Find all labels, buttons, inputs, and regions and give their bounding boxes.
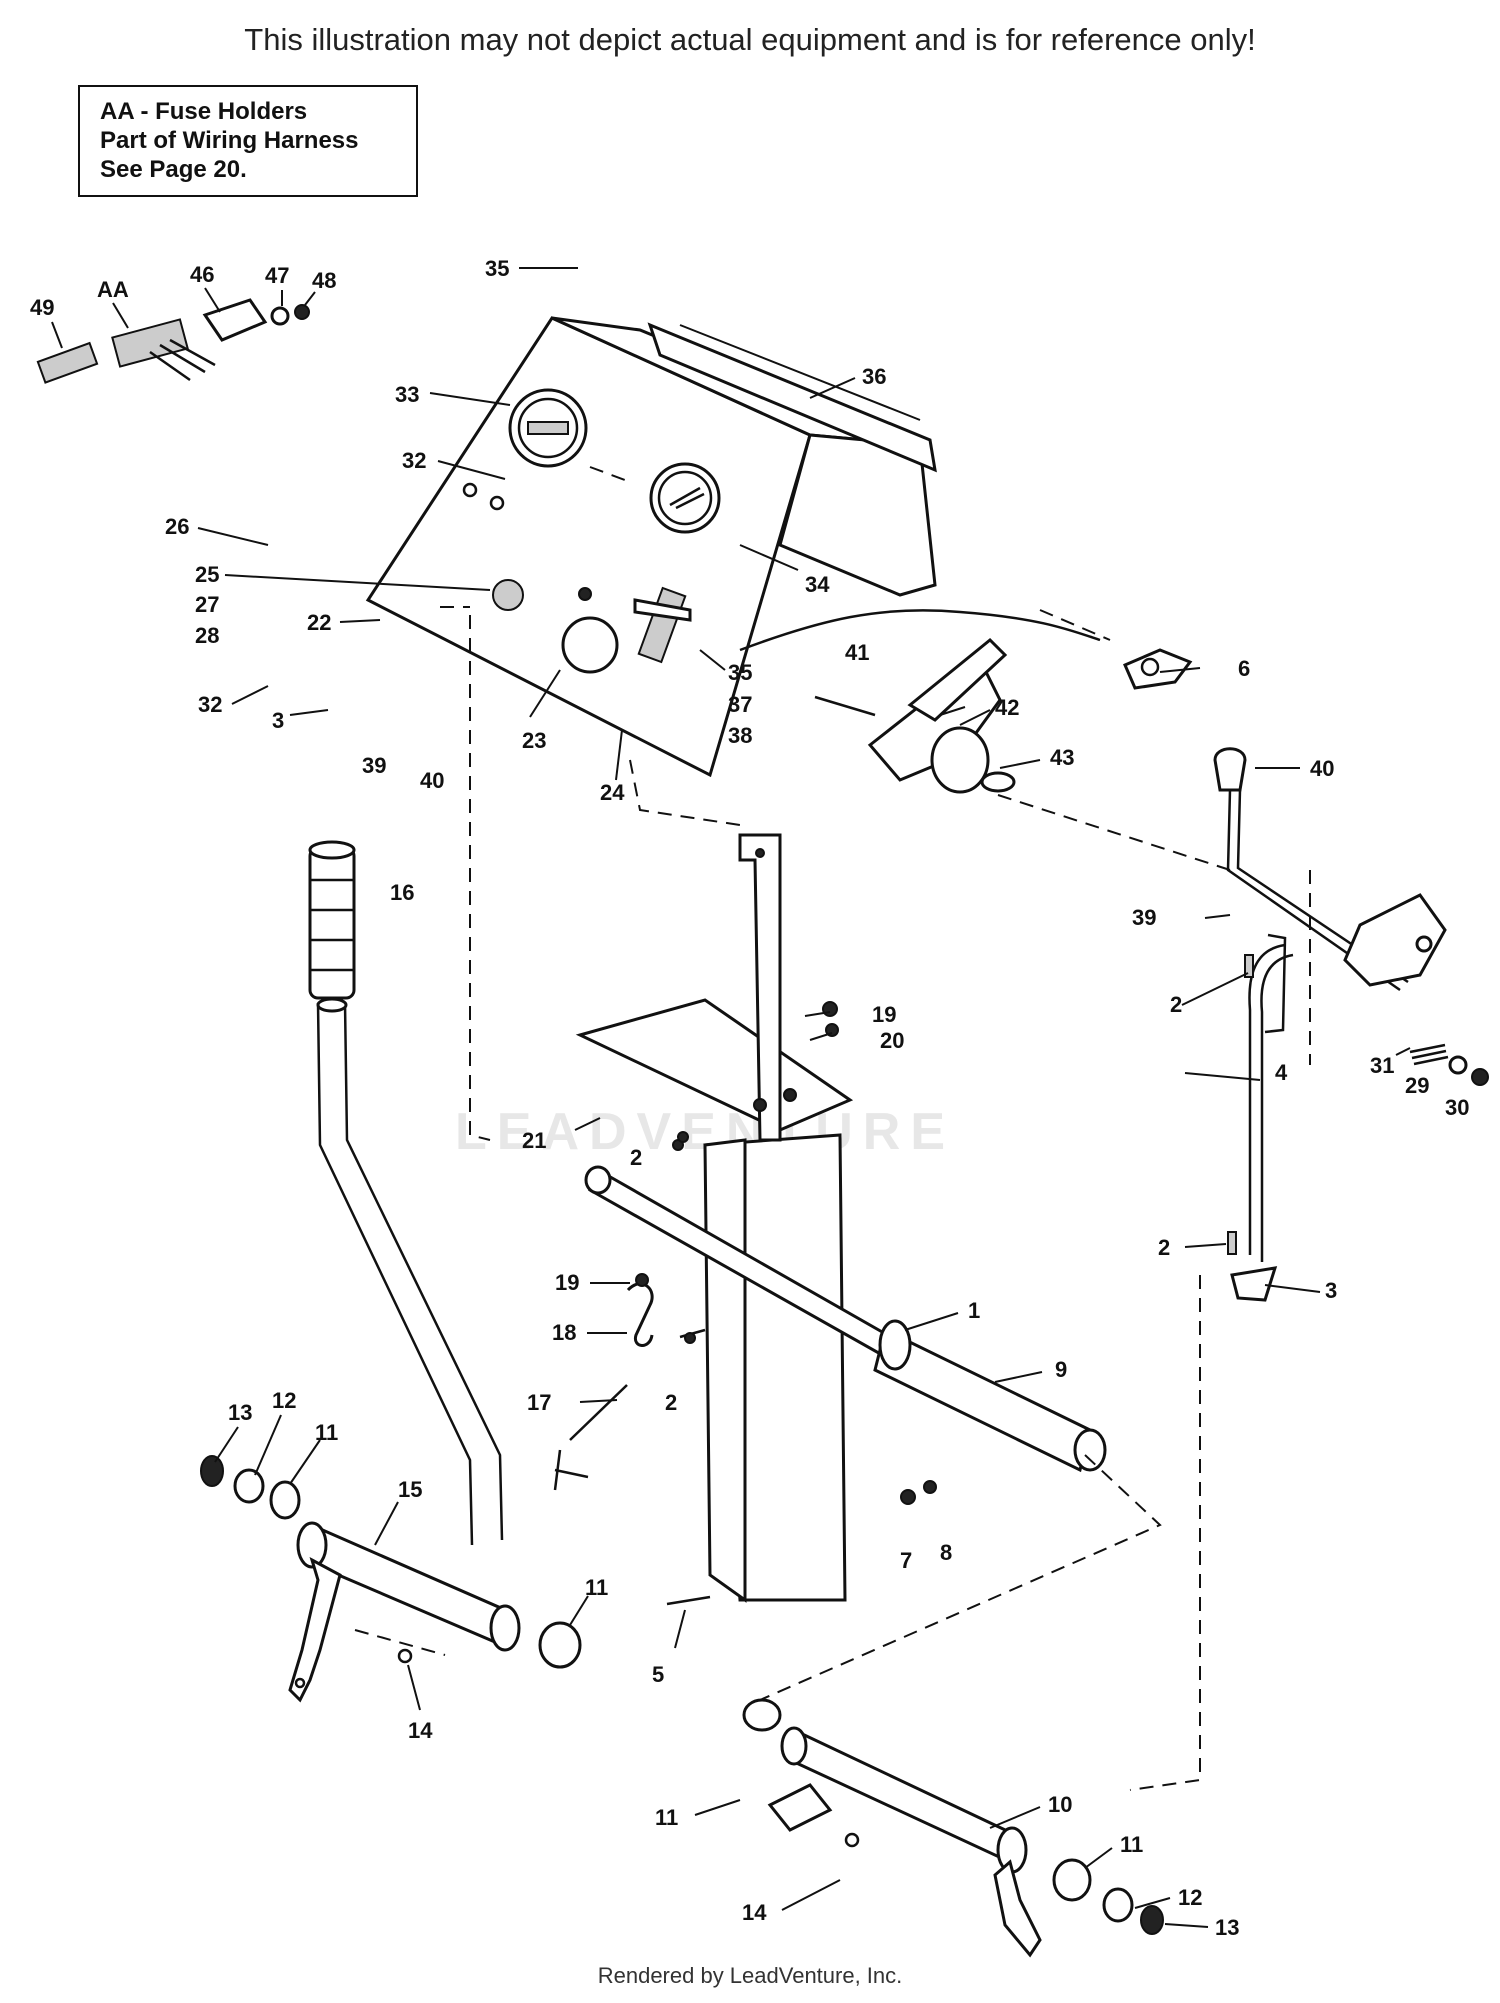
reference-lines xyxy=(354,466,1311,1791)
pedal-shaft-15 xyxy=(200,1455,582,1703)
disclaimer-text: This illustration may not depict actual … xyxy=(244,22,1256,57)
callout-38: 38 xyxy=(728,723,752,748)
callout-labels: 49 AA 46 47 48 35 36 33 32 26 25 27 28 2… xyxy=(30,256,1469,1940)
callout-13-left: 13 xyxy=(228,1400,252,1425)
callout-4: 4 xyxy=(1275,1060,1288,1085)
lift-lever-assembly xyxy=(1213,747,1489,1302)
leader-lines xyxy=(197,267,1411,1928)
callout-33: 33 xyxy=(395,382,419,407)
dash-panel xyxy=(365,316,937,778)
callout-11-lower-right: 11 xyxy=(1120,1832,1143,1857)
callout-3-left: 3 xyxy=(272,708,284,733)
callout-8: 8 xyxy=(940,1540,952,1565)
callout-49: 49 xyxy=(30,295,54,320)
callout-17: 17 xyxy=(527,1390,551,1415)
watermark-text: LEADVENTURE xyxy=(455,1103,956,1161)
pedal-shaft-10 xyxy=(742,1698,1164,1958)
callout-19-lower: 19 xyxy=(555,1270,579,1295)
note-line-see-page: See Page 20. xyxy=(100,156,247,183)
callout-26: 26 xyxy=(165,514,189,539)
footer-credit: Rendered by LeadVenture, Inc. xyxy=(597,1963,903,1988)
callout-7: 7 xyxy=(900,1548,912,1573)
callout-28: 28 xyxy=(195,623,219,648)
callout-12-left: 12 xyxy=(272,1388,296,1413)
callout-16: 16 xyxy=(390,880,414,905)
callout-32-upper: 32 xyxy=(402,448,426,473)
callout-21: 21 xyxy=(522,1128,546,1153)
callout-13-right: 13 xyxy=(1215,1915,1239,1940)
callout-27: 27 xyxy=(195,592,219,617)
callout-46: 46 xyxy=(190,262,214,287)
callout-39-left: 39 xyxy=(362,753,386,778)
note-line-fuse-holders: AA - Fuse Holders xyxy=(100,98,308,125)
callout-37: 37 xyxy=(728,692,752,717)
callout-AA: AA xyxy=(97,277,129,302)
callout-43: 43 xyxy=(1050,745,1074,770)
callout-11-lower-left: 11 xyxy=(655,1805,678,1830)
callout-35-mid: 35 xyxy=(728,660,752,685)
throttle-control xyxy=(739,609,1193,794)
callout-25: 25 xyxy=(195,562,219,587)
callout-39-right: 39 xyxy=(1132,905,1156,930)
callout-1: 1 xyxy=(968,1298,980,1323)
fuse-holder-assembly xyxy=(36,287,316,384)
callout-3-right: 3 xyxy=(1325,1278,1337,1303)
callout-10: 10 xyxy=(1048,1792,1072,1817)
note-line-wiring-harness: Part of Wiring Harness xyxy=(100,127,359,154)
callout-14-left: 14 xyxy=(408,1718,433,1743)
callout-29: 29 xyxy=(1405,1073,1429,1098)
callout-23: 23 xyxy=(522,728,546,753)
callout-47: 47 xyxy=(265,263,289,288)
callout-41: 41 xyxy=(845,640,869,665)
callout-2-upper-right: 2 xyxy=(1170,992,1182,1017)
pedestal-column xyxy=(553,833,1107,1606)
callout-20: 20 xyxy=(880,1028,904,1053)
callout-5: 5 xyxy=(652,1662,664,1687)
callout-22: 22 xyxy=(307,610,331,635)
callout-18: 18 xyxy=(552,1320,576,1345)
callout-2-mid: 2 xyxy=(665,1390,677,1415)
callout-34: 34 xyxy=(805,572,830,597)
callout-42: 42 xyxy=(995,695,1019,720)
callout-15: 15 xyxy=(398,1477,422,1502)
callout-35-top: 35 xyxy=(485,256,509,281)
callout-31: 31 xyxy=(1370,1053,1394,1078)
handle-grip-assembly xyxy=(308,840,504,1546)
callout-2-column: 2 xyxy=(630,1145,642,1170)
callout-32-lower: 32 xyxy=(198,692,222,717)
callout-24: 24 xyxy=(600,780,625,805)
callout-9: 9 xyxy=(1055,1357,1067,1382)
callout-36: 36 xyxy=(862,364,886,389)
callout-48: 48 xyxy=(312,268,336,293)
callout-19-upper: 19 xyxy=(872,1002,896,1027)
note-box: AA - Fuse Holders Part of Wiring Harness… xyxy=(78,85,418,197)
callout-11-left: 11 xyxy=(315,1420,338,1445)
callout-30: 30 xyxy=(1445,1095,1469,1120)
callout-12-right: 12 xyxy=(1178,1885,1202,1910)
callout-14-right: 14 xyxy=(742,1900,767,1925)
callout-6: 6 xyxy=(1238,656,1250,681)
callout-11-mid: 11 xyxy=(585,1575,608,1600)
callout-40-right: 40 xyxy=(1310,756,1334,781)
callout-40-left: 40 xyxy=(420,768,444,793)
callout-2-lower-right: 2 xyxy=(1158,1235,1170,1260)
